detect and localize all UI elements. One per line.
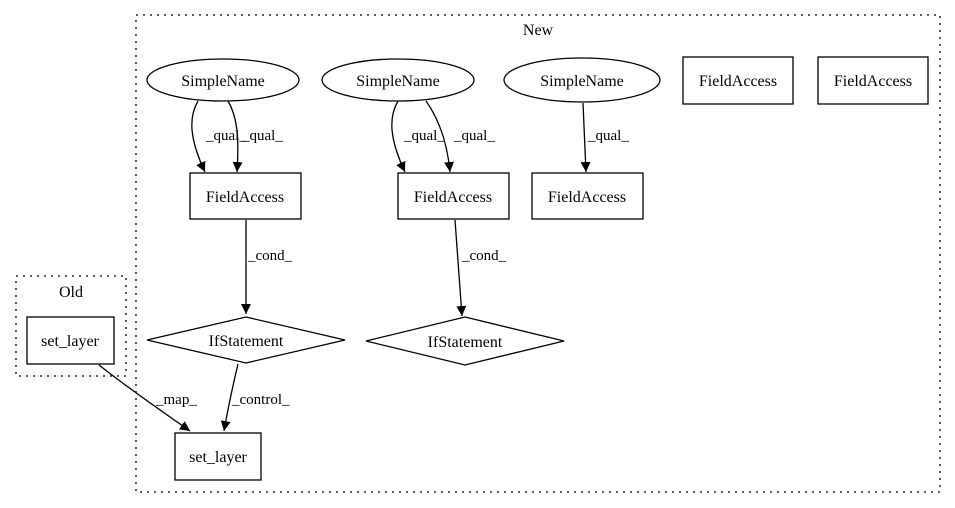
edge-label-qual: _qual_ bbox=[241, 128, 283, 144]
node-label: set_layer bbox=[41, 333, 99, 350]
node-label: FieldAccess bbox=[699, 73, 777, 90]
node-simple-name-3: SimpleName bbox=[503, 57, 661, 103]
node-simple-name-2: SimpleName bbox=[321, 58, 475, 102]
cluster-old: Old bbox=[15, 275, 127, 377]
edge-label-qual: _qual_ bbox=[453, 128, 495, 144]
node-field-access-top-2: FieldAccess bbox=[817, 56, 929, 105]
node-label: SimpleName bbox=[540, 73, 624, 90]
cluster-new-label: New bbox=[523, 22, 554, 39]
node-simple-name-1: SimpleName bbox=[146, 58, 300, 102]
node-field-access-2: FieldAccess bbox=[397, 172, 510, 220]
node-field-access-3: FieldAccess bbox=[531, 172, 644, 220]
edge-label-qual: _qual_ bbox=[587, 128, 629, 144]
edge-old-set-layer-map: _map_ bbox=[98, 364, 197, 432]
node-set-layer-old: set_layer bbox=[26, 316, 115, 365]
edge-label-cond: _cond_ bbox=[461, 248, 507, 264]
node-label: IfStatement bbox=[428, 334, 503, 351]
node-label: IfStatement bbox=[209, 333, 284, 350]
edge-sn1-fa1-right: _qual_ bbox=[227, 100, 283, 173]
edge-fa1-if1: _cond_ bbox=[241, 220, 293, 314]
node-if-statement-2: IfStatement bbox=[365, 316, 565, 366]
node-label: SimpleName bbox=[356, 73, 440, 90]
node-label: FieldAccess bbox=[548, 189, 626, 206]
edge-label-map: _map_ bbox=[155, 392, 197, 408]
edge-label-qual: _qual_ bbox=[403, 128, 445, 144]
cluster-old-label: Old bbox=[59, 284, 83, 301]
node-label: FieldAccess bbox=[414, 189, 492, 206]
edge-if1-set-layer: _control_ bbox=[220, 363, 290, 432]
node-label: SimpleName bbox=[181, 73, 265, 90]
node-set-layer-new: set_layer bbox=[174, 432, 262, 481]
edge-label-qual: _qual_ bbox=[205, 128, 247, 144]
edge-fa2-if2: _cond_ bbox=[454, 219, 507, 317]
edge-label-cond: _cond_ bbox=[247, 248, 293, 264]
cluster-new: New bbox=[135, 14, 941, 493]
node-label: set_layer bbox=[189, 449, 247, 466]
node-field-access-top-1: FieldAccess bbox=[682, 56, 794, 105]
edge-sn2-fa2-right: _qual_ bbox=[425, 100, 495, 173]
edge-label-control: _control_ bbox=[231, 392, 290, 408]
node-if-statement-1: IfStatement bbox=[146, 316, 346, 364]
edge-sn1-fa1-left: _qual_ bbox=[191, 100, 247, 173]
edge-sn3-fa3: _qual_ bbox=[580, 102, 629, 173]
edge-sn2-fa2-left: _qual_ bbox=[391, 100, 445, 173]
node-field-access-1: FieldAccess bbox=[189, 172, 302, 220]
node-label: FieldAccess bbox=[206, 189, 284, 206]
node-label: FieldAccess bbox=[834, 73, 912, 90]
